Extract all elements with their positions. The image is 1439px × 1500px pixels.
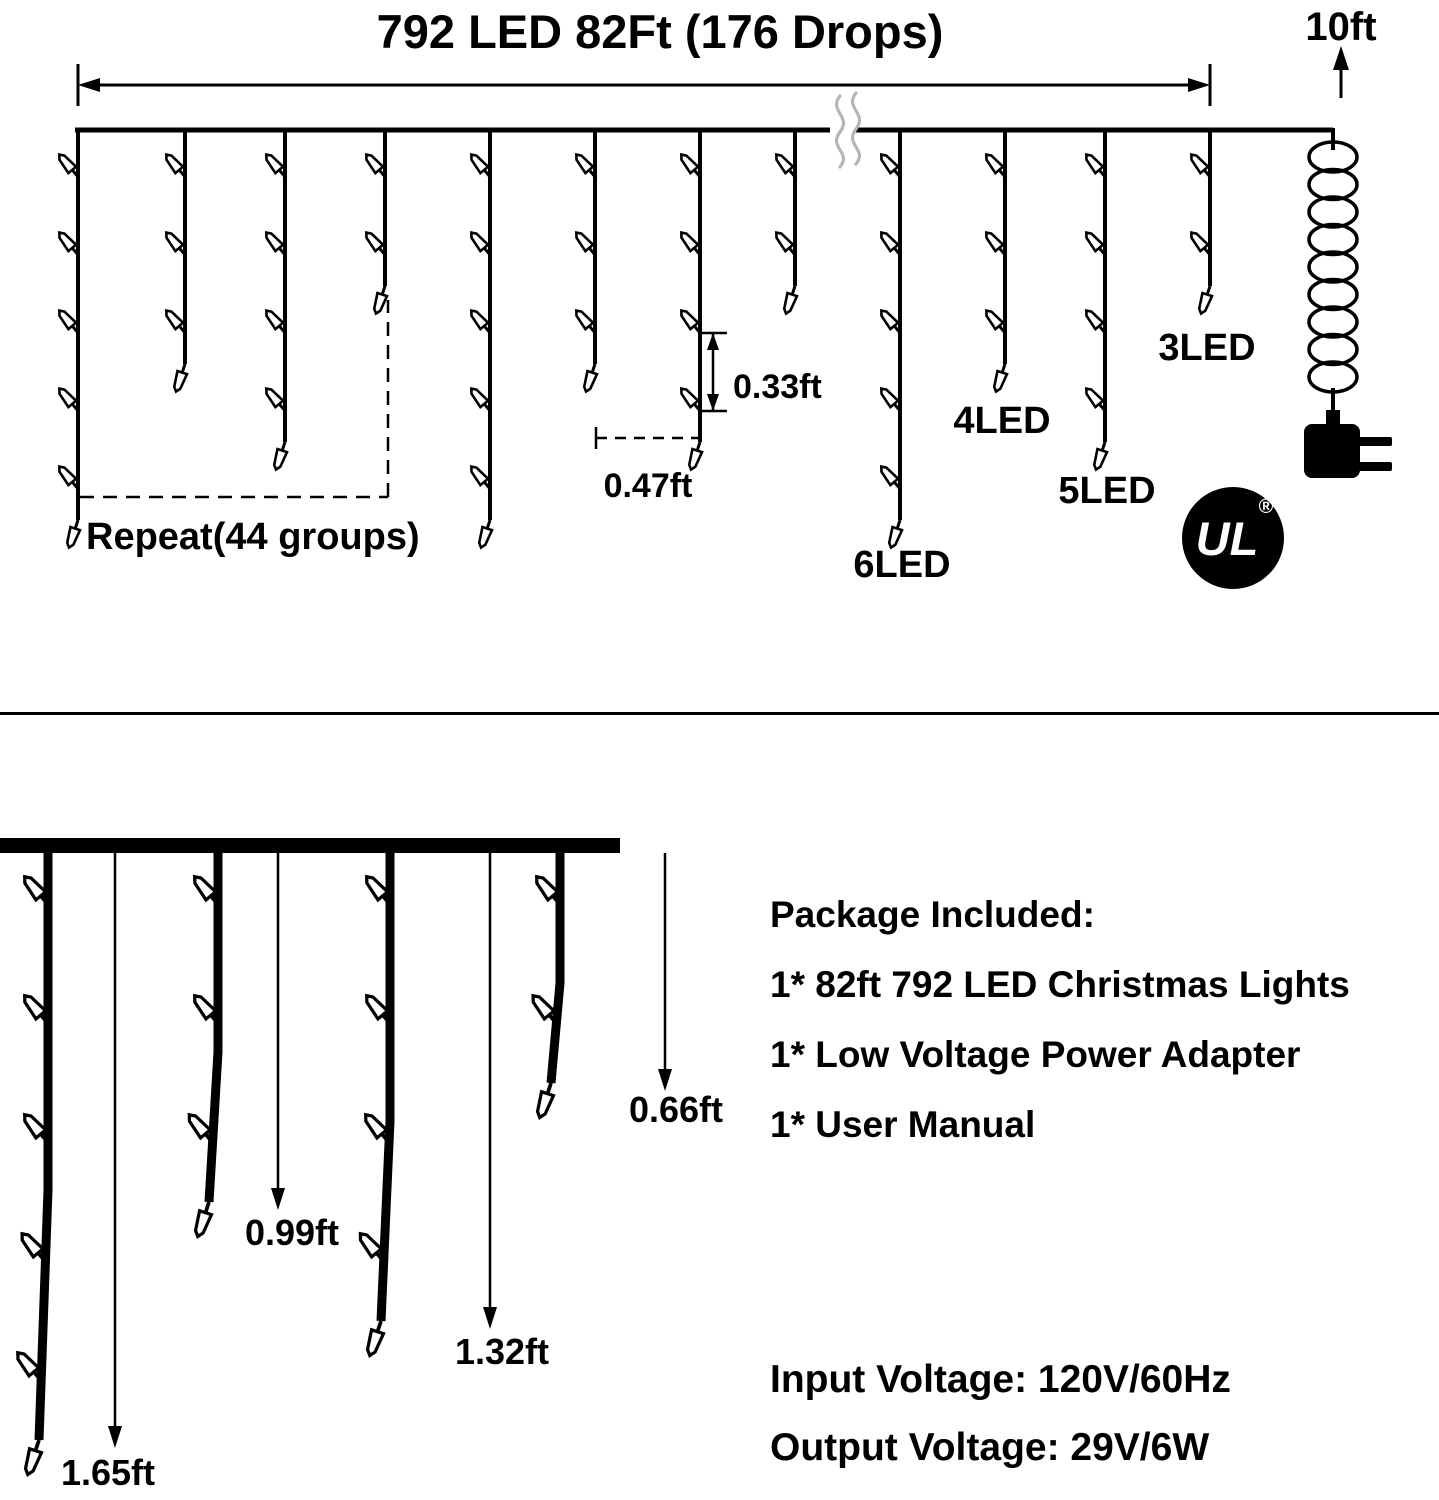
measure-label: 0.66ft [629, 1089, 723, 1130]
drop-wire [34, 845, 53, 1441]
measure-arrowhead [658, 1069, 672, 1091]
power-plug [1304, 410, 1392, 478]
output-voltage: Output Voltage: 29V/6W [770, 1426, 1210, 1469]
led-bulb-tip [531, 1079, 559, 1122]
coil-loop [1307, 250, 1359, 284]
led-vertical-spacing-dimension: 0.33ft [700, 331, 822, 413]
vertical-spacing-label: 0.33ft [733, 368, 822, 406]
coil-loop [1307, 277, 1359, 312]
measure-label: 0.99ft [245, 1212, 339, 1253]
drop-label-6led: 6LED [853, 544, 950, 586]
drop-wire [204, 845, 223, 1203]
coil-loop [1307, 332, 1359, 367]
coil-loop [1307, 195, 1359, 229]
measure-arrowhead [108, 1426, 122, 1448]
package-item-adapter: 1* Low Voltage Power Adapter [770, 1034, 1301, 1075]
lead-length-arrow [1333, 46, 1349, 98]
lead-length-label: 10ft [1305, 5, 1376, 49]
ul-mark-text: UL [1196, 512, 1259, 565]
input-voltage: Input Voltage: 120V/60Hz [770, 1358, 1231, 1401]
package-included-section: Package Included: 1* 82ft 792 LED Christ… [770, 894, 1350, 1174]
voltage-specs-section: Input Voltage: 120V/60Hz Output Voltage:… [770, 1358, 1231, 1494]
measure-label: 1.65ft [61, 1452, 155, 1493]
drop-wire [376, 845, 395, 1322]
drop-length-diagram: 0.66ft 0.99ft 1.32ft 1.65ft [0, 838, 723, 1493]
repeat-label: Repeat(44 groups) [86, 516, 420, 558]
measure-label: 1.32ft [455, 1331, 549, 1372]
coil-loop [1307, 305, 1359, 339]
led-bulb-tip [361, 1317, 389, 1360]
led-bulb-tip [779, 282, 802, 317]
measure-arrowhead [483, 1307, 497, 1329]
drop-label-3led: 3LED [1158, 327, 1255, 369]
led-bulb-tip [189, 1198, 217, 1241]
ul-certification-logo: UL ® [1182, 487, 1284, 589]
registered-symbol: ® [1259, 496, 1274, 518]
total-length-dimension [76, 64, 1212, 106]
light-drops-top [54, 130, 1217, 551]
led-bulb-tip [1194, 282, 1217, 317]
repeat-group-outline [80, 300, 390, 499]
led-bulb-tip [169, 360, 192, 395]
coil-loop [1307, 222, 1359, 257]
led-bulb-tip [579, 360, 602, 395]
drop-wire [546, 845, 565, 1084]
led-bulb-tip [1089, 438, 1112, 473]
measure-arrowhead [271, 1188, 285, 1210]
led-bulb-tip [62, 516, 85, 551]
led-bulb-tip [989, 360, 1012, 395]
horizontal-spacing-label: 0.47ft [604, 467, 693, 505]
support-wire-bar [0, 838, 620, 853]
section-divider [0, 712, 1439, 715]
drop-length-measurements: 0.66ft 0.99ft 1.32ft 1.65ft [61, 853, 723, 1493]
package-item-manual: 1* User Manual [770, 1104, 1036, 1145]
wire-break-mark [835, 91, 861, 169]
total-length-title: 792 LED 82Ft (176 Drops) [377, 5, 944, 58]
coiled-lead-wire [1307, 140, 1359, 394]
package-item-lights: 1* 82ft 792 LED Christmas Lights [770, 964, 1350, 1005]
led-bulb-tip [19, 1436, 47, 1479]
package-title: Package Included: [770, 894, 1095, 935]
led-bulb-tip [474, 516, 497, 551]
light-drops-bottom [11, 845, 567, 1479]
led-bulb-tip [269, 438, 292, 473]
string-layout-diagram: 792 LED 82Ft (176 Drops) 10ft Repeat(44 … [54, 5, 1392, 589]
drop-label-4led: 4LED [953, 400, 1050, 442]
coil-loop [1307, 167, 1359, 202]
coil-loop [1307, 360, 1359, 394]
drop-label-5led: 5LED [1058, 470, 1155, 512]
drop-horizontal-spacing-dimension: 0.47ft [594, 427, 698, 505]
